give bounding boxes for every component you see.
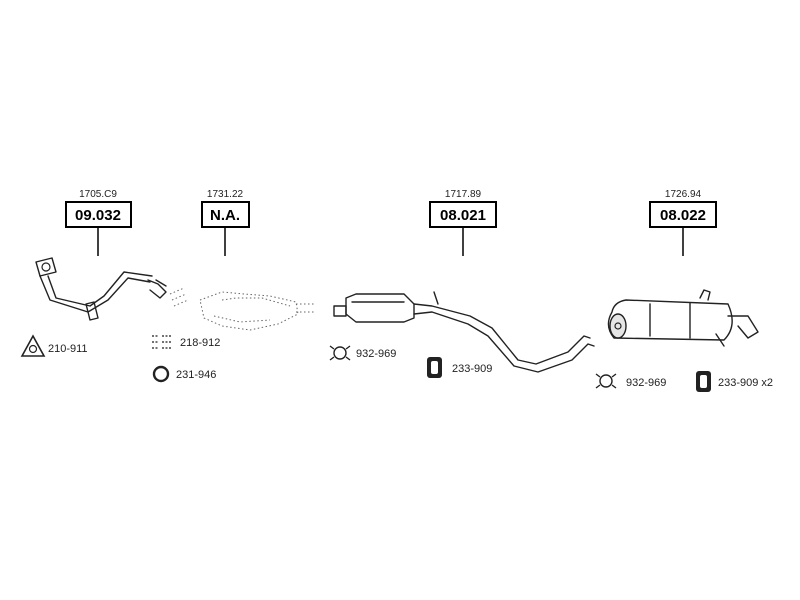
bolt-kit-icon	[152, 335, 172, 349]
callout-middle-silencer[interactable]: 1717.89 08.021	[429, 189, 497, 256]
callout-catalyst[interactable]: 1731.22 N.A.	[201, 189, 250, 256]
callout-ref: 1705.C9	[79, 189, 117, 200]
accessory-label: 210-911	[48, 343, 88, 355]
clamp-icon	[595, 373, 617, 389]
callout-front-pipe[interactable]: 1705.C9 09.032	[65, 189, 132, 256]
accessory-233-909-x2[interactable]: 233-909 x2	[696, 371, 773, 392]
callout-rear-silencer[interactable]: 1726.94 08.022	[649, 189, 717, 256]
clamp-icon	[329, 345, 351, 361]
callout-box	[201, 201, 250, 228]
rubber-mount-icon	[696, 371, 711, 392]
middle-silencer-part[interactable]	[333, 291, 595, 373]
ring-gasket-icon	[152, 365, 170, 383]
accessory-label: 233-909	[452, 363, 492, 375]
callout-ref: 1731.22	[207, 189, 244, 200]
callout-ref: 1717.89	[445, 189, 482, 200]
callout-part-number: 09.032	[75, 207, 121, 224]
accessory-label: 218-912	[180, 337, 220, 349]
accessory-233-909-a[interactable]: 233-909	[427, 357, 492, 378]
front-pipe-part[interactable]	[35, 257, 167, 321]
accessory-label: 932-969	[626, 377, 666, 389]
callout-part-number: 08.022	[660, 207, 706, 224]
rubber-mount-icon	[427, 357, 442, 378]
rear-silencer-part[interactable]	[607, 289, 759, 347]
accessory-932-969-b[interactable]: 932-969	[595, 373, 666, 389]
accessory-932-969-a[interactable]: 932-969	[329, 345, 396, 361]
accessory-210-911[interactable]: 210-911	[20, 334, 88, 357]
accessory-218-912[interactable]: 218-912	[152, 335, 220, 349]
callout-ref: 1726.94	[665, 189, 702, 200]
callout-part-number: 08.021	[440, 207, 486, 224]
callout-box	[429, 201, 497, 228]
callout-part-number: N.A.	[210, 207, 240, 224]
catalyst-part[interactable]	[169, 287, 316, 331]
accessory-231-946[interactable]: 231-946	[152, 365, 216, 383]
accessory-label: 231-946	[176, 369, 216, 381]
accessory-label: 932-969	[356, 348, 396, 360]
triangle-gasket-icon	[20, 334, 46, 357]
accessory-label: 233-909 x2	[718, 377, 773, 389]
